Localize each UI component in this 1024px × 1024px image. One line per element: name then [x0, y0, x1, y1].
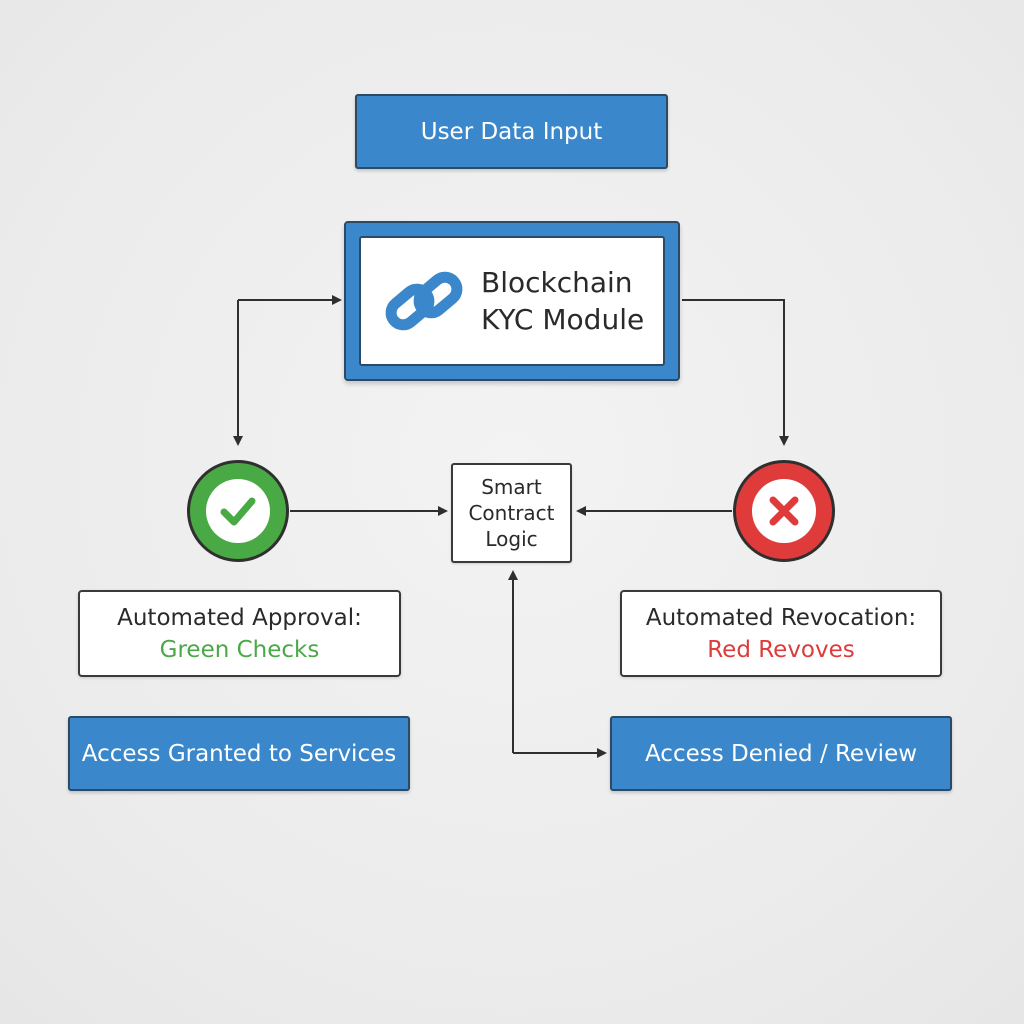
access-granted-node: Access Granted to Services	[68, 716, 410, 791]
approval-status-node	[187, 460, 289, 562]
chain-link-icon	[385, 271, 463, 331]
access-denied-node: Access Denied / Review	[610, 716, 952, 791]
check-icon	[220, 497, 256, 526]
smart-contract-label: Smart Contract Logic	[468, 475, 555, 551]
blockchain-kyc-module-node: Blockchain KYC Module	[344, 221, 680, 381]
revocation-status-node	[733, 460, 835, 562]
approval-title: Automated Approval:	[117, 604, 362, 631]
revocation-subtitle: Red Revoves	[707, 636, 855, 663]
automated-approval-card: Automated Approval: Green Checks	[78, 590, 401, 677]
revocation-title: Automated Revocation:	[645, 604, 917, 631]
approval-disc	[206, 479, 270, 543]
kyc-module-label: Blockchain KYC Module	[481, 266, 645, 336]
user-data-input-node: User Data Input	[355, 94, 668, 169]
automated-revocation-card: Automated Revocation: Red Revoves	[620, 590, 942, 677]
x-icon	[769, 496, 799, 526]
edge-kyc-revocation	[682, 299, 789, 446]
access-granted-label: Access Granted to Services	[81, 740, 397, 767]
revocation-disc	[752, 479, 816, 543]
smart-contract-logic-node: Smart Contract Logic	[451, 463, 572, 563]
user-data-input-label: User Data Input	[420, 118, 603, 145]
approval-subtitle: Green Checks	[159, 636, 320, 663]
kyc-module-panel: Blockchain KYC Module	[359, 236, 665, 366]
access-denied-label: Access Denied / Review	[644, 740, 918, 767]
